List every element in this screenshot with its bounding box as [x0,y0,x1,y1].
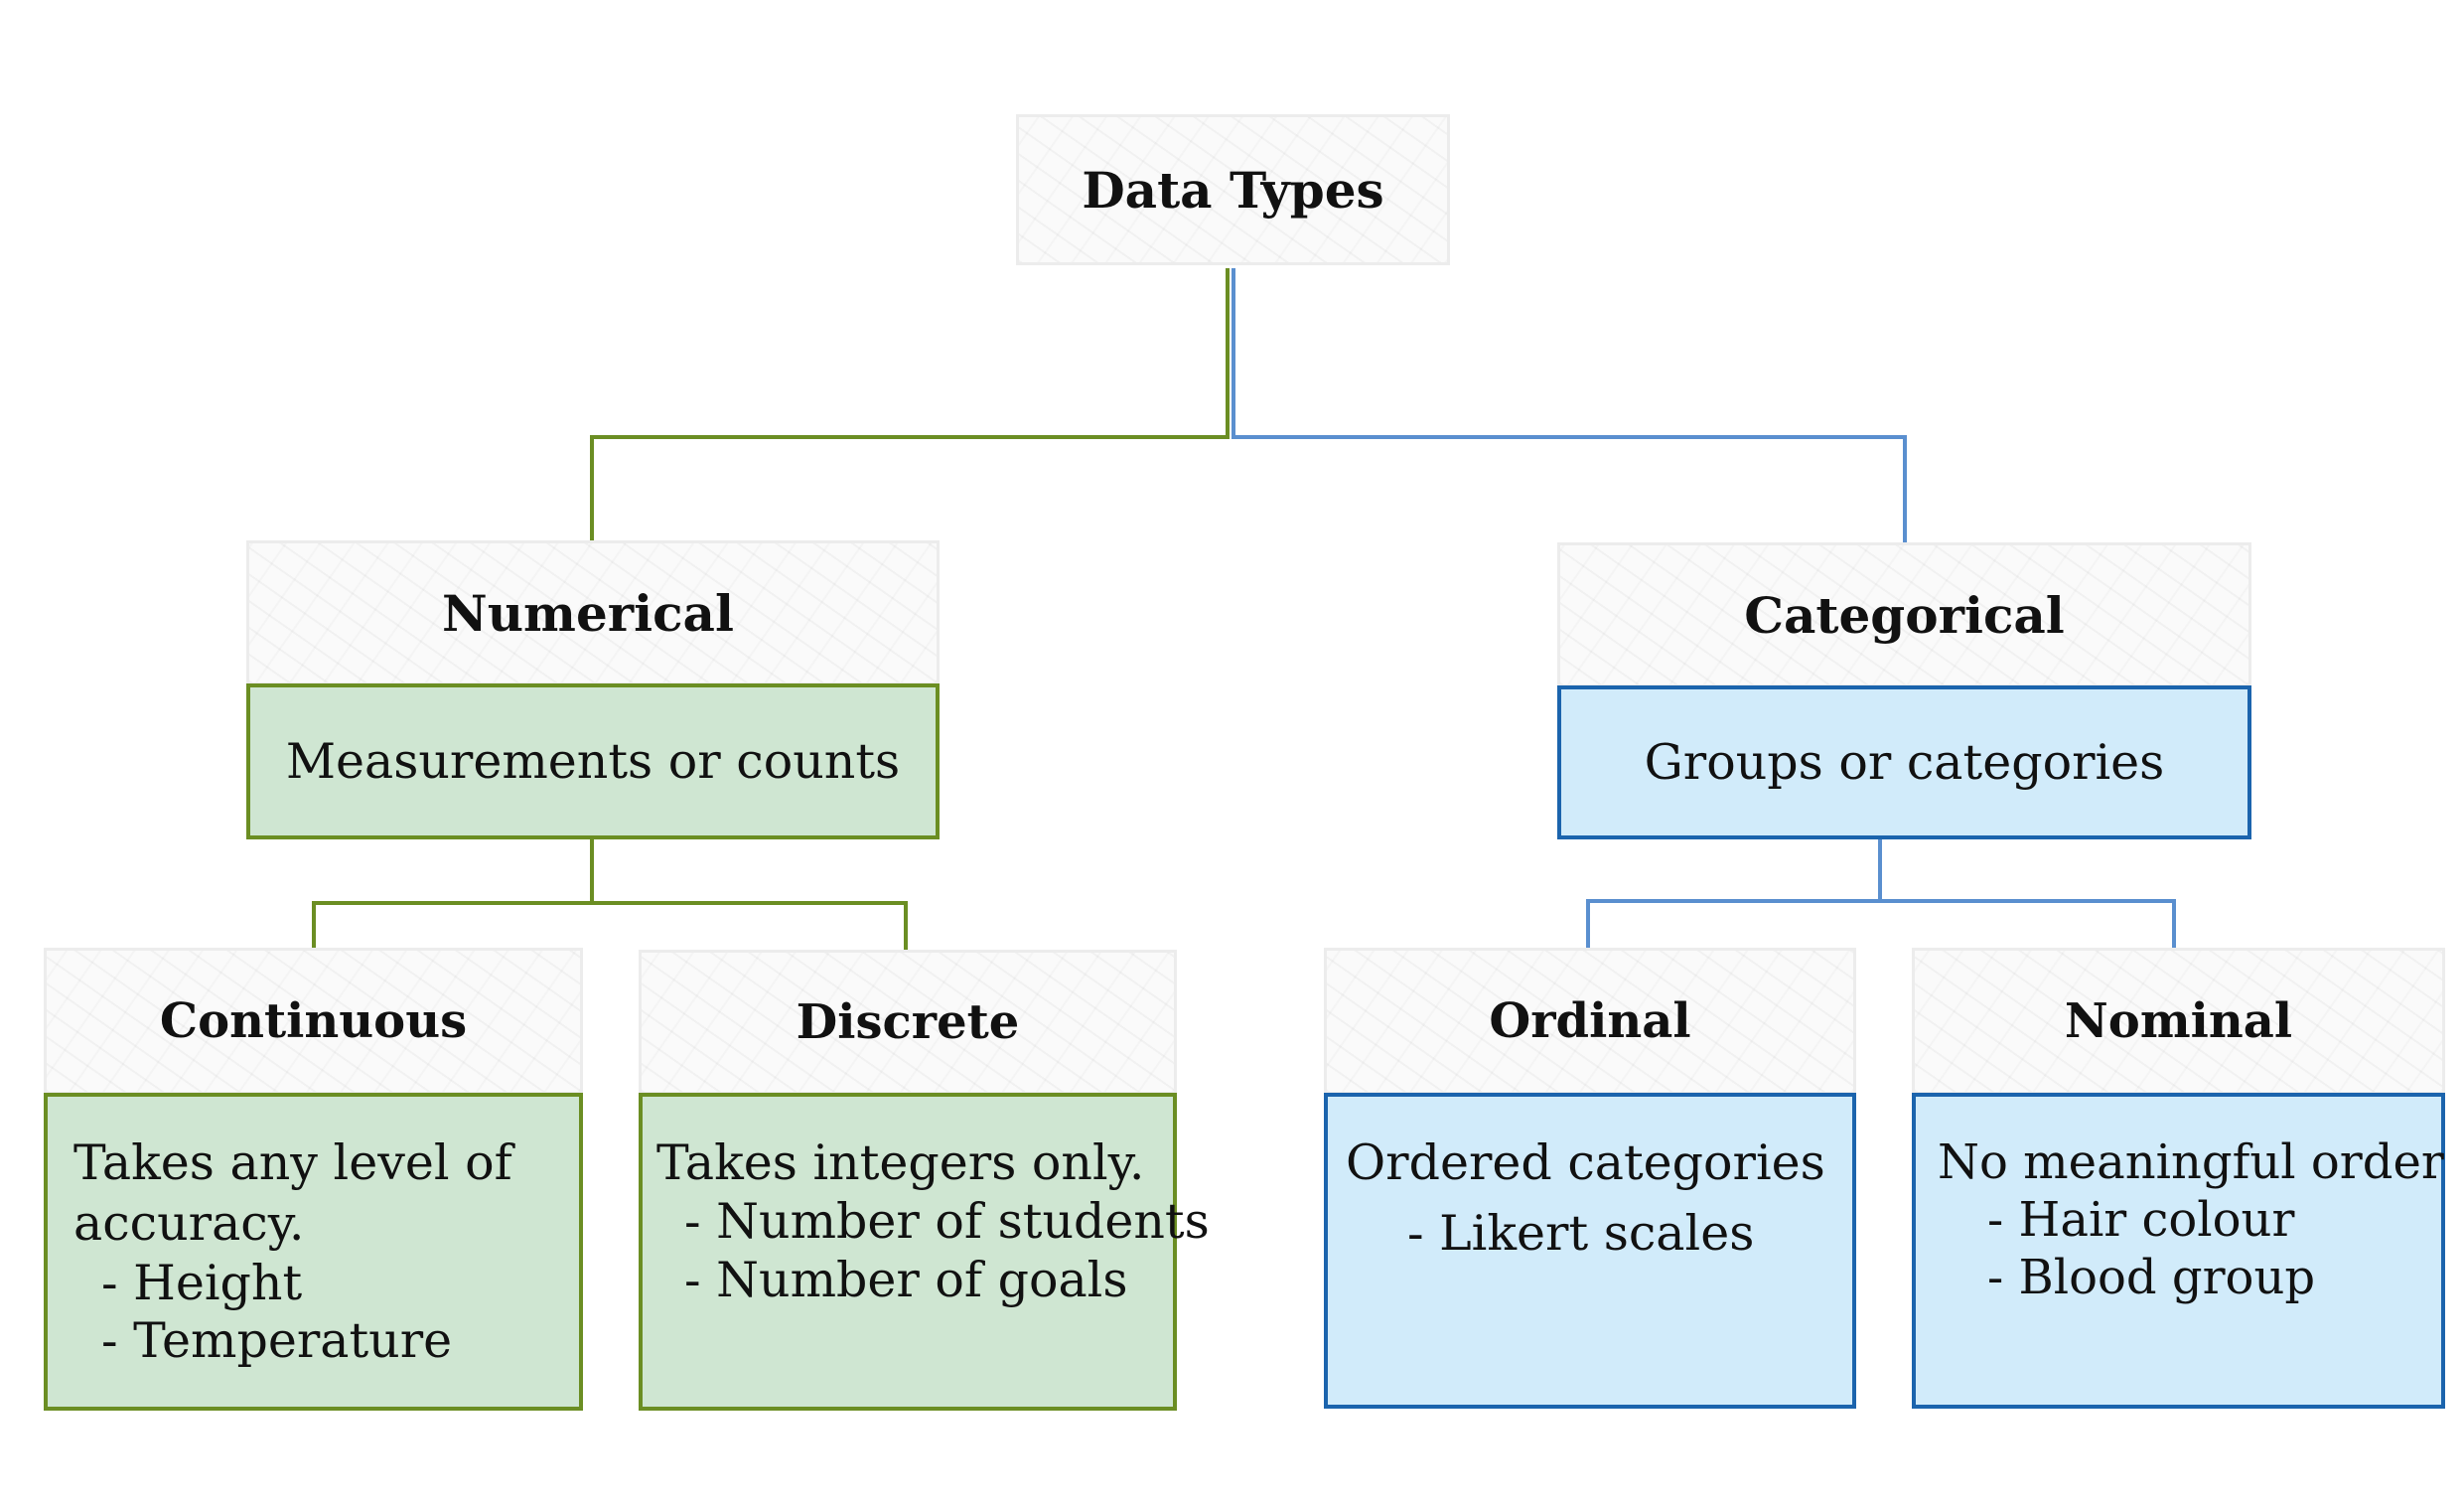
categorical-description: Groups or categories [1557,685,2251,839]
ordinal-example-1: - Likert scales [1407,1205,1755,1263]
continuous-title: Continuous [44,948,583,1095]
connector-root-numerical [590,268,1230,542]
continuous-example-1: - Height [101,1254,303,1311]
continuous-example-2: - Temperature [101,1312,453,1370]
connector-numerical-children [312,839,594,950]
discrete-line-1: Takes integers only. [656,1134,1145,1191]
ordinal-line-1: Ordered categories [1346,1134,1825,1191]
numerical-description: Measurements or counts [246,683,940,839]
root-node-title: Data Types [1016,114,1450,265]
ordinal-title: Ordinal [1324,948,1856,1095]
connector-categorical-nominal [1880,899,2176,948]
connector-numerical-discrete [592,901,908,950]
continuous-description: Takes any level of accuracy. - Height - … [44,1093,583,1411]
connector-root-categorical [1232,268,1907,544]
ordinal-description: Ordered categories - Likert scales [1324,1093,1856,1409]
discrete-title: Discrete [639,950,1177,1095]
nominal-title: Nominal [1912,948,2445,1095]
nominal-example-1: - Hair colour [1987,1192,2295,1248]
nominal-line-1: No meaningful order [1938,1134,2444,1190]
continuous-line-1: Takes any level of [73,1134,512,1191]
discrete-example-1: - Number of students [684,1193,1210,1251]
nominal-description: No meaningful order - Hair colour - Bloo… [1912,1093,2445,1409]
numerical-title: Numerical [246,540,940,685]
discrete-example-2: - Number of goals [684,1252,1128,1309]
nominal-example-2: - Blood group [1987,1249,2316,1305]
discrete-description: Takes integers only. - Number of student… [639,1093,1210,1411]
connector-categorical-children [1586,839,1882,948]
continuous-line-2: accuracy. [73,1195,305,1253]
categorical-title: Categorical [1557,542,2251,687]
